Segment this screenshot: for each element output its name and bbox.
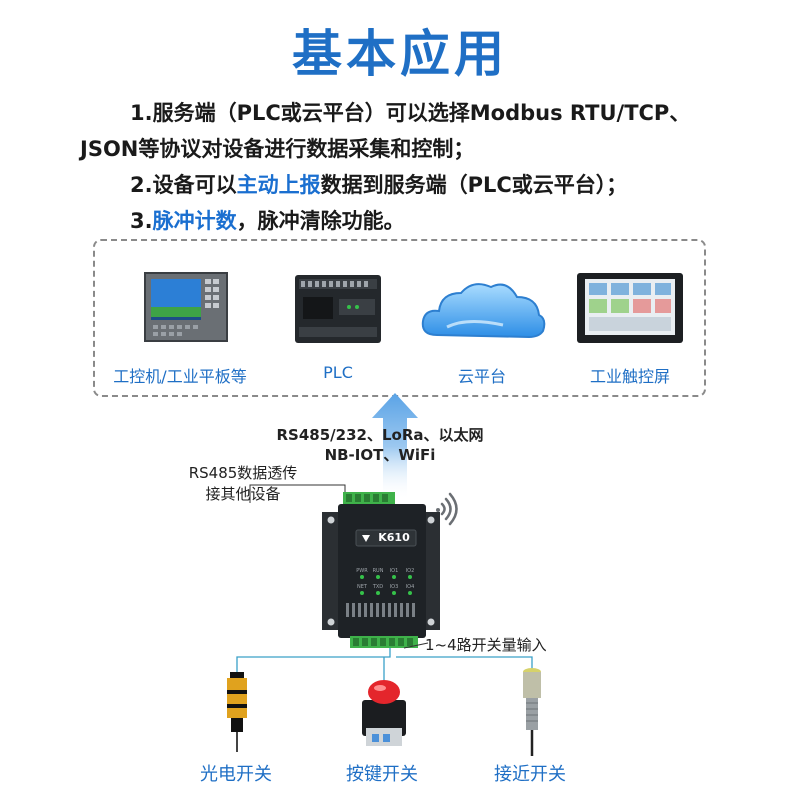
led-label: IO3 xyxy=(389,584,399,590)
wifi-signal-icon xyxy=(436,492,458,526)
device-label: 工业触控屏 xyxy=(589,367,670,386)
switch-input-leader xyxy=(403,642,429,649)
module-name: K610 xyxy=(378,531,410,544)
device-label: 工控机/工业平板等 xyxy=(113,367,247,386)
led-label: RUN xyxy=(372,568,384,574)
k610-module xyxy=(322,504,440,638)
push-button-icon xyxy=(362,680,406,746)
sensor-label-photoelectric: 光电开关 xyxy=(200,764,272,785)
brand-logo-icon xyxy=(362,535,370,542)
status-leds xyxy=(360,575,412,595)
description-line-1: 1.服务端（PLC或云平台）可以选择Modbus RTU/TCP、 xyxy=(130,101,691,125)
protocol-line-2: NB-IOT、WiFi xyxy=(324,446,436,464)
photoelectric-switch-icon xyxy=(227,672,247,752)
upload-arrow-icon xyxy=(372,393,418,500)
led-label: PWR xyxy=(356,568,368,574)
top-terminal-block xyxy=(343,492,395,504)
sensor-label-proximity: 接近开关 xyxy=(494,764,566,785)
passthrough-connector-line xyxy=(249,484,346,503)
device-label: PLC xyxy=(323,363,353,382)
server-devices-box: 工控机/工业平板等 PLC xyxy=(93,239,706,397)
led-label: NET xyxy=(357,584,367,590)
touch-screen-icon xyxy=(577,273,683,343)
passthrough-line-2: 接其他设备 xyxy=(205,485,281,503)
highlight-pulse-count: 脉冲计数 xyxy=(152,209,237,233)
description-line-3-prefix: 2.设备可以 xyxy=(130,173,237,197)
led-row-top: PWR RUN IO1 IO2 xyxy=(354,568,418,574)
description-line-4: 3.脉冲计数，脉冲清除功能。 xyxy=(80,203,800,239)
sensor-wiring xyxy=(236,648,533,680)
description-line-3-suffix: 数据到服务端（PLC或云平台）； xyxy=(320,173,628,197)
sensor-label-push-button: 按键开关 xyxy=(346,764,418,785)
cloud-icon xyxy=(421,283,546,339)
bottom-terminal-block xyxy=(350,636,418,648)
device-label: 云平台 xyxy=(457,367,506,386)
highlight-active-report: 主动上报 xyxy=(236,173,321,197)
switch-input-label: 1~4路开关量输入 xyxy=(425,636,547,654)
led-label: IO1 xyxy=(389,568,399,574)
led-row-bottom: NET TXD IO3 IO4 xyxy=(354,584,418,590)
description-line-4-prefix: 3. xyxy=(130,209,153,233)
protocol-line-1: RS485/232、LoRa、以太网 xyxy=(276,426,484,444)
led-label: TXD xyxy=(372,584,384,590)
passthrough-line-1: RS485数据透传 xyxy=(188,464,298,482)
led-label: IO2 xyxy=(405,568,415,574)
led-label: IO4 xyxy=(405,584,415,590)
proximity-switch-icon xyxy=(523,668,541,756)
description-line-2: JSON等协议对设备进行数据采集和控制； xyxy=(80,137,475,161)
page-title: 基本应用 xyxy=(292,25,508,83)
description-line-4-suffix: ，脉冲清除功能。 xyxy=(236,209,405,233)
description-line-3: 2.设备可以主动上报数据到服务端（PLC或云平台）； xyxy=(80,167,800,203)
industrial-pc-icon xyxy=(144,272,228,342)
plc-icon xyxy=(295,275,381,343)
